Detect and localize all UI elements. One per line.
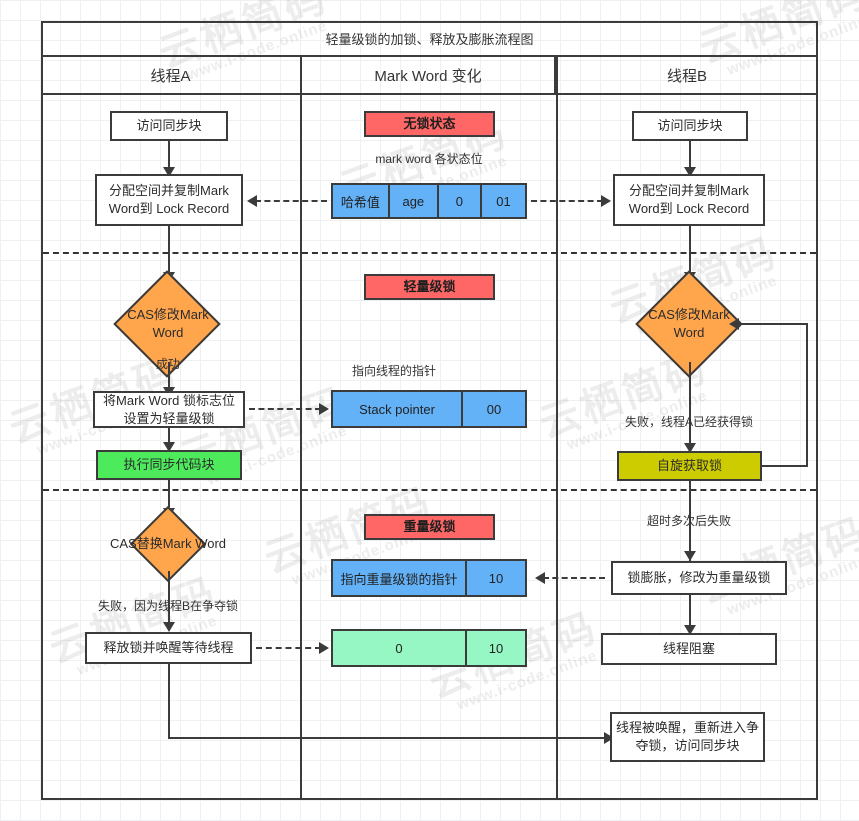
edge-b4 bbox=[689, 481, 691, 561]
edge-label-b-fail: 失败，线程A已经获得锁 bbox=[624, 415, 754, 429]
node-b-blocked[interactable]: 线程阻塞 bbox=[601, 633, 777, 665]
lane-divider-left bbox=[300, 57, 302, 800]
lane-header-thread-b: 线程B bbox=[556, 57, 818, 95]
caption-mark-word-bits: mark word 各状态位 bbox=[375, 152, 483, 166]
arrowhead-b4 bbox=[684, 551, 696, 561]
markword-row-heavyweight: 指向重量级锁的指针 10 bbox=[331, 559, 527, 597]
markword-cell: 00 bbox=[463, 392, 525, 426]
arrowhead-a6 bbox=[163, 622, 175, 632]
node-a-alloc-copy[interactable]: 分配空间并复制Mark Word到 Lock Record bbox=[95, 174, 243, 226]
phase-separator-2 bbox=[43, 489, 816, 491]
markword-cell: 10 bbox=[467, 631, 525, 665]
edge-a1 bbox=[168, 141, 170, 173]
node-b-alloc-copy[interactable]: 分配空间并复制Mark Word到 Lock Record bbox=[613, 174, 765, 226]
edge-a7-h bbox=[168, 737, 610, 739]
edge-a5 bbox=[168, 480, 170, 516]
node-b-spin-acquire[interactable]: 自旋获取锁 bbox=[617, 451, 762, 481]
lane-header-mark-word: Mark Word 变化 bbox=[300, 57, 556, 95]
arrowhead-a7 bbox=[604, 732, 614, 744]
edge-b-loop-h2 bbox=[738, 323, 808, 325]
edge-b-loop-h1 bbox=[760, 465, 808, 467]
arrowhead-b-loop bbox=[729, 318, 739, 330]
markword-cell: 0 bbox=[438, 185, 482, 217]
arrowhead-a-mw-lw bbox=[319, 403, 329, 415]
node-a-set-lock-flag[interactable]: 将Mark Word 锁标志位设置为轻量级锁 bbox=[93, 391, 245, 428]
edge-b5 bbox=[689, 595, 691, 635]
node-a-access-sync-block[interactable]: 访问同步块 bbox=[110, 111, 228, 141]
caption-thread-pointer: 指向线程的指针 bbox=[351, 364, 437, 378]
badge-unlocked-state: 无锁状态 bbox=[364, 111, 495, 137]
edge-label-a-success: 成功 bbox=[155, 357, 181, 371]
edge-a-to-mw-lightweight bbox=[249, 408, 321, 410]
markword-row-released: 0 10 bbox=[331, 629, 527, 667]
edge-a-to-mw-released bbox=[256, 647, 321, 649]
markword-cell: 10 bbox=[467, 561, 525, 595]
edge-a2 bbox=[168, 226, 170, 278]
edge-b-to-mw-heavy bbox=[543, 577, 605, 579]
markword-cell: 哈希值 bbox=[333, 185, 390, 217]
markword-cell: Stack pointer bbox=[333, 392, 463, 426]
arrowhead-b5 bbox=[684, 625, 696, 635]
node-b-inflate[interactable]: 锁膨胀，修改为重量级锁 bbox=[611, 561, 787, 595]
edge-a7-v bbox=[168, 664, 170, 738]
arrowhead-a-mw-released bbox=[319, 642, 329, 654]
markword-cell: 0 bbox=[333, 631, 467, 665]
arrowhead-b3 bbox=[684, 443, 696, 453]
edge-b1 bbox=[689, 141, 691, 173]
node-a-exec-sync-code[interactable]: 执行同步代码块 bbox=[96, 450, 242, 480]
arrowhead-mw-a1 bbox=[247, 195, 257, 207]
badge-heavyweight-lock: 重量级锁 bbox=[364, 514, 495, 540]
node-a-release-wake[interactable]: 释放锁并唤醒等待线程 bbox=[85, 632, 252, 664]
edge-b-loop-v bbox=[806, 324, 808, 467]
edge-label-b-timeout: 超时多次后失败 bbox=[646, 514, 732, 528]
edge-mw-to-a1 bbox=[255, 200, 327, 202]
edge-b3 bbox=[689, 362, 691, 450]
node-b-access-sync-block[interactable]: 访问同步块 bbox=[632, 111, 748, 141]
edge-label-a-fail: 失败，因为线程B在争夺锁 bbox=[97, 599, 239, 613]
lane-divider-right bbox=[556, 57, 558, 800]
edge-mw-to-b1 bbox=[531, 200, 603, 202]
markword-cell: 01 bbox=[481, 185, 525, 217]
edge-a3 bbox=[168, 362, 170, 394]
arrowhead-mw-b1 bbox=[601, 195, 611, 207]
phase-separator-1 bbox=[43, 252, 816, 254]
arrowhead-b1 bbox=[684, 167, 696, 177]
node-b-wakeup[interactable]: 线程被唤醒，重新进入争夺锁，访问同步块 bbox=[610, 712, 765, 762]
edge-a4 bbox=[168, 428, 170, 450]
markword-cell: 指向重量级锁的指针 bbox=[333, 561, 467, 595]
edge-b2 bbox=[689, 226, 691, 278]
diagram-frame bbox=[41, 21, 818, 800]
arrowhead-a4 bbox=[163, 442, 175, 452]
markword-row-lightweight: Stack pointer 00 bbox=[331, 390, 527, 428]
lane-header-thread-a: 线程A bbox=[41, 57, 300, 95]
arrowhead-a1 bbox=[163, 167, 175, 177]
badge-lightweight-lock: 轻量级锁 bbox=[364, 274, 495, 300]
edge-a6 bbox=[168, 571, 170, 629]
arrowhead-b-mw-heavy bbox=[535, 572, 545, 584]
markword-cell: age bbox=[389, 185, 439, 217]
markword-row-unlocked: 哈希值 age 0 01 bbox=[331, 183, 527, 219]
page-title: 轻量级锁的加锁、释放及膨胀流程图 bbox=[41, 21, 818, 57]
